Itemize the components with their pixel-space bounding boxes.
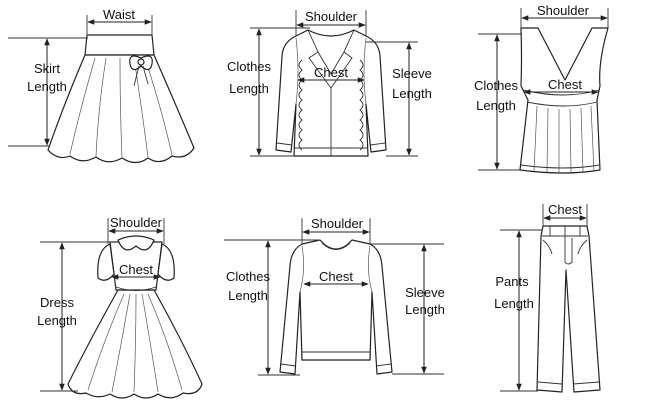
jacket-clothes-label-line2: Length (229, 81, 269, 96)
dress-length-label-line1: Dress (40, 295, 74, 310)
sweater-chest-label: Chest (319, 269, 353, 284)
jacket-sleeve-label-line1: Sleeve (392, 66, 432, 81)
left-ruffle (298, 59, 303, 151)
pants-panel: Chest Pants Length (494, 202, 601, 393)
dress-length-label-line2: Length (37, 313, 77, 328)
top-chest-label: Chest (548, 77, 582, 92)
jacket-panel: Shoulder Chest Clothes Length Sleeve Len… (227, 9, 432, 157)
top-shoulder-label: Shoulder (537, 3, 590, 18)
sweater-clothes-label-line2: Length (228, 288, 268, 303)
jacket-clothes-label-line1: Clothes (227, 59, 272, 74)
top-clothes-label-line2: Length (476, 98, 516, 113)
sweater-sleeve-label-line1: Sleeve (405, 285, 445, 300)
pants-chest-label: Chest (548, 202, 582, 217)
sweater-illustration (279, 239, 393, 375)
sweater-sleeve-label-line2: Length (405, 302, 445, 317)
pants-length-label-line1: Pants (495, 274, 529, 289)
bow-decoration (129, 55, 153, 87)
pants-illustration (536, 225, 601, 393)
right-ruffle (359, 59, 364, 151)
jacket-shoulder-label: Shoulder (305, 9, 358, 24)
sweater-panel: Shoulder Chest Clothes Length Sleeve Len… (224, 216, 445, 376)
skirt-panel: Waist Skirt Length (8, 7, 195, 164)
top-clothes-label-line1: Clothes (474, 78, 519, 93)
waist-label: Waist (103, 7, 135, 22)
jacket-sleeve-label-line2: Length (392, 86, 432, 101)
jacket-illustration (275, 29, 387, 157)
pants-length-label-line2: Length (494, 296, 534, 311)
sweater-clothes-label-line1: Clothes (226, 269, 271, 284)
jacket-chest-label: Chest (314, 65, 348, 80)
skirt-length-label-line2: Length (27, 79, 67, 94)
dress-chest-label: Chest (119, 262, 153, 277)
top-illustration (519, 27, 609, 174)
sweater-shoulder-label: Shoulder (311, 216, 364, 231)
dress-shoulder-label: Shoulder (110, 215, 163, 230)
dress-panel: Shoulder Chest Dress Length (37, 215, 203, 399)
skirt-illustration (47, 34, 195, 164)
dress-illustration (67, 235, 203, 399)
top-panel: Shoulder Chest Clothes Length (474, 3, 609, 174)
skirt-length-label-line1: Skirt (34, 61, 60, 76)
